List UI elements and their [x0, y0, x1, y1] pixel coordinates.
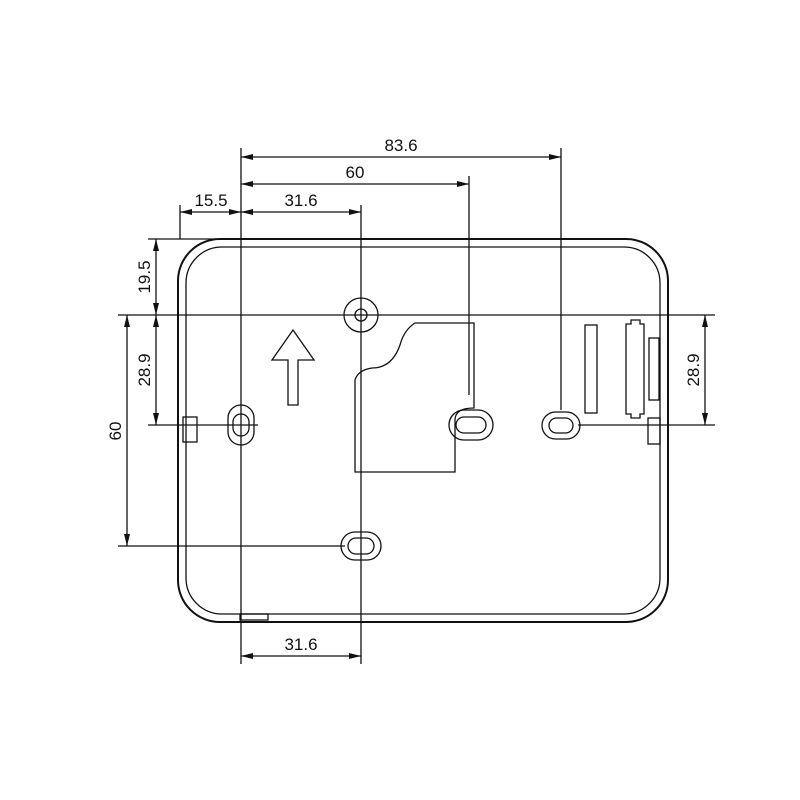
- slot-bottom: [340, 531, 382, 561]
- screw-hole: [343, 297, 379, 333]
- connector-components: [584, 319, 660, 419]
- housing-outline: [177, 238, 669, 623]
- dim-left-top: 19.5: [135, 260, 154, 293]
- dim-top-total: 83.6: [384, 136, 417, 155]
- slot-left: [227, 404, 255, 446]
- dim-left-middle: 28.9: [135, 353, 154, 386]
- slot-middle: [448, 409, 494, 441]
- dim-top-middle: 60: [346, 163, 365, 182]
- dim-bottom-hole: 31.6: [284, 635, 317, 654]
- dim-top-hole: 31.6: [284, 191, 317, 210]
- up-arrow-icon: [270, 328, 316, 406]
- dim-right-middle: 28.9: [684, 353, 703, 386]
- slot-right: [541, 411, 581, 440]
- extension-lines: [118, 148, 715, 664]
- dimension-labels: 83.6 60 31.6 15.5 19.5 28.9 60 28.9 31.6: [106, 136, 703, 654]
- dim-left-total: 60: [106, 422, 125, 441]
- cutout-region: [354, 322, 475, 473]
- mounting-slots: [227, 404, 581, 561]
- dim-top-edge: 15.5: [194, 191, 227, 210]
- dimension-lines: [124, 154, 708, 659]
